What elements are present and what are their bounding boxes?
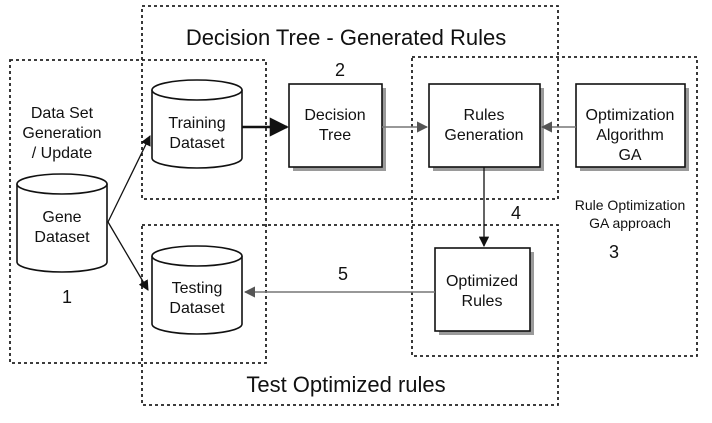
step-number-5: 5	[338, 264, 348, 284]
rule-optimization-region	[411, 56, 698, 357]
data-set-generation-label: Data Set Generation / Update	[22, 105, 101, 162]
decision-tree-region	[141, 5, 559, 200]
gene-dataset-cylinder: Gene Dataset	[16, 173, 108, 273]
rules-generation-line-1: Rules	[464, 107, 505, 124]
decision-tree-box: Decision Tree	[288, 83, 386, 171]
step-number-4: 4	[511, 203, 521, 223]
step-number-1: 1	[62, 287, 72, 307]
gene-dataset-line-1: Gene	[42, 209, 81, 226]
arrow-gene-to-training	[107, 135, 151, 223]
training-dataset-cylinder: Training Dataset	[151, 79, 243, 169]
optimization-algorithm-line-1: Optimization	[586, 107, 675, 124]
optimization-algorithm-box: Optimization Algorithm GA	[575, 83, 689, 171]
left-label-line-2: Generation	[22, 125, 101, 142]
decision-tree-line-1: Decision	[304, 107, 365, 124]
optimization-algorithm-line-2: Algorithm	[596, 127, 664, 144]
testing-dataset-cylinder: Testing Dataset	[151, 245, 243, 335]
rules-generation-box: Rules Generation	[428, 83, 544, 171]
test-optimized-region-title: Test Optimized rules	[246, 372, 445, 397]
optimization-algorithm-line-3: GA	[618, 147, 641, 164]
decision-tree-line-2: Tree	[319, 127, 351, 144]
step-number-3: 3	[609, 242, 619, 262]
testing-dataset-line-2: Dataset	[169, 300, 225, 317]
rule-optimization-label: Rule Optimization GA approach	[575, 197, 686, 231]
left-label-line-3: / Update	[32, 145, 93, 162]
left-label-line-1: Data Set	[31, 105, 94, 122]
rule-optimization-line-2: GA approach	[589, 215, 671, 231]
optimized-rules-line-2: Rules	[462, 293, 503, 310]
training-dataset-line-2: Dataset	[169, 135, 225, 152]
optimized-rules-box: Optimized Rules	[434, 247, 534, 335]
rule-optimization-line-1: Rule Optimization	[575, 197, 686, 213]
test-optimized-region	[141, 224, 559, 406]
gene-dataset-line-2: Dataset	[34, 229, 90, 246]
dataset-generation-region	[9, 59, 267, 364]
optimized-rules-line-1: Optimized	[446, 273, 518, 290]
step-number-2: 2	[335, 60, 345, 80]
decision-tree-region-title: Decision Tree - Generated Rules	[186, 25, 506, 50]
testing-dataset-line-1: Testing	[172, 280, 223, 297]
training-dataset-line-1: Training	[168, 115, 225, 132]
rules-generation-line-2: Generation	[444, 127, 523, 144]
arrow-gene-to-testing	[107, 221, 149, 291]
